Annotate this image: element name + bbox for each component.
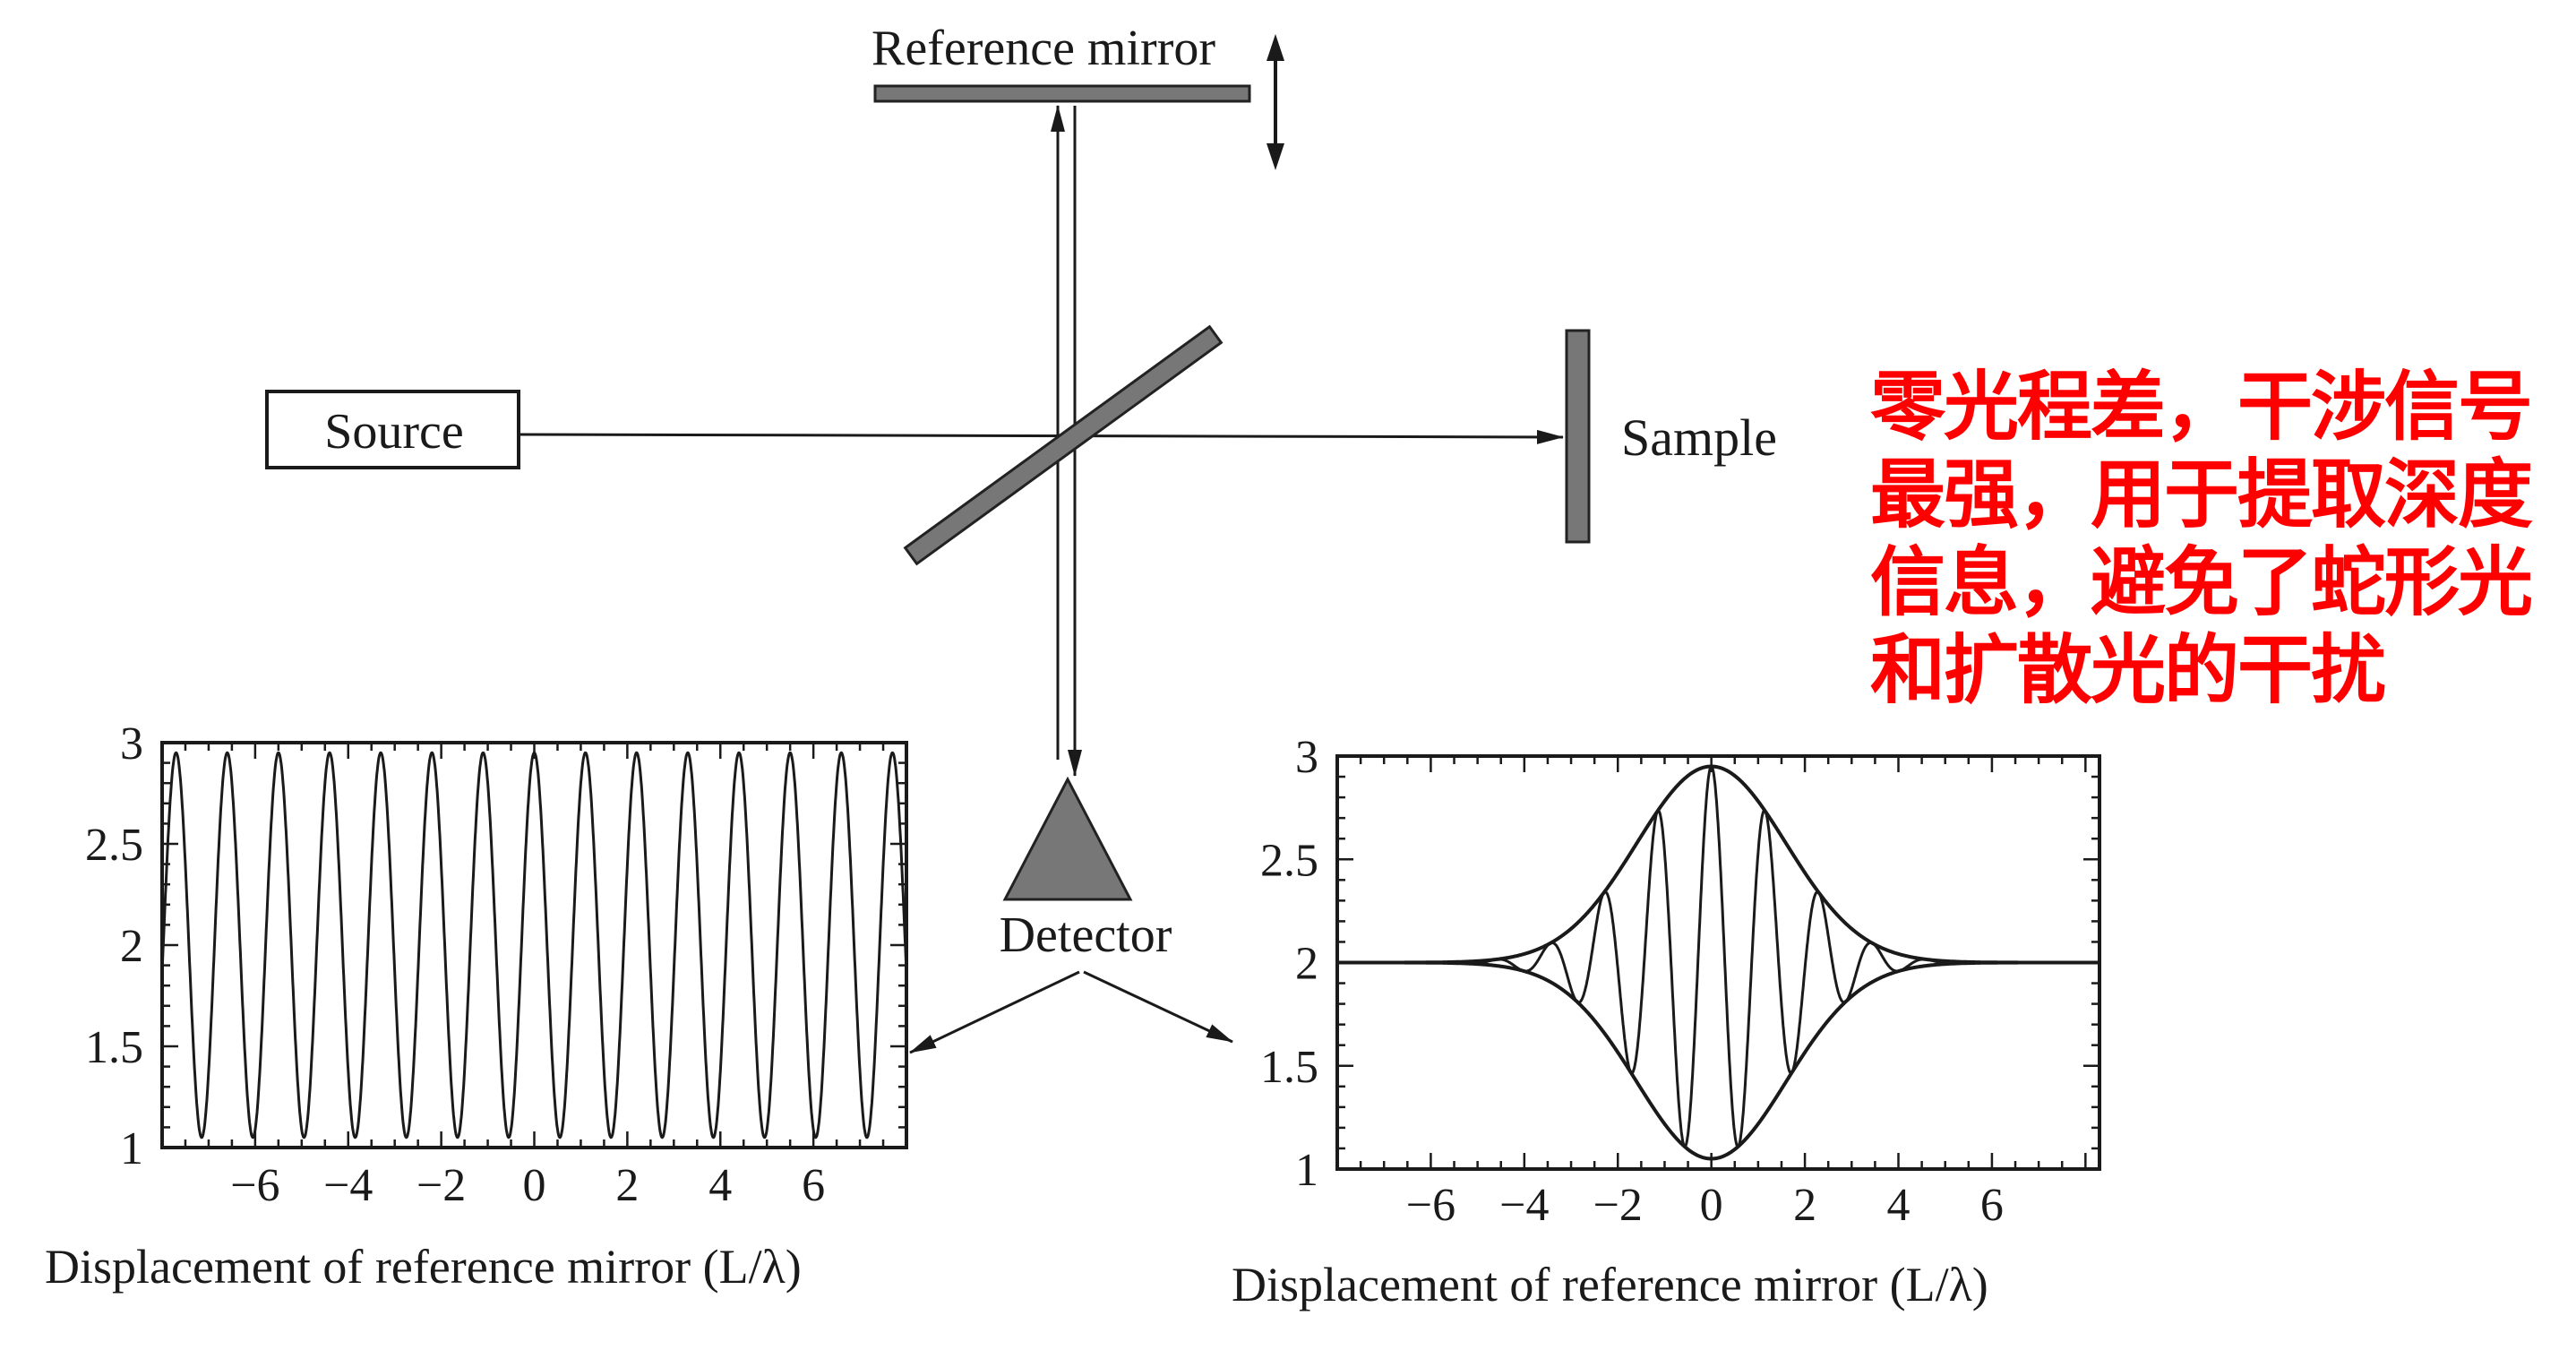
- sample: [1565, 329, 1591, 544]
- y-tick-label: 3: [1295, 732, 1318, 783]
- x-tick-label: −4: [1499, 1180, 1549, 1231]
- x-tick-label: 6: [1980, 1180, 2004, 1231]
- x-tick-label: −2: [1593, 1180, 1643, 1231]
- beam-splitter: [903, 324, 1224, 566]
- x-tick-label: 2: [1793, 1180, 1816, 1231]
- mirror-movement-double-arrow-icon: [1267, 34, 1284, 170]
- y-tick-label: 1: [1295, 1145, 1318, 1196]
- x-tick-label: 6: [802, 1160, 825, 1211]
- source-label: Source: [324, 404, 464, 460]
- reference-mirror-label: Reference mirror: [872, 21, 1215, 76]
- sample-label: Sample: [1621, 408, 1777, 467]
- x-tick-label: −2: [416, 1160, 466, 1211]
- x-tick-label: 4: [708, 1160, 732, 1211]
- annotation-note: 零光程差，干涉信号 最强，用于提取深度 信息，避免了蛇形光 和扩散光的干扰: [1870, 363, 2569, 714]
- x-tick-label: −6: [1406, 1180, 1455, 1231]
- tick-marks: [160, 741, 908, 1149]
- detector-label: Detector: [1000, 907, 1172, 963]
- arrow-to-right-plot: [1083, 970, 1233, 1044]
- y-tick-label: 2.5: [1260, 835, 1318, 886]
- y-tick-label: 2.5: [85, 820, 143, 871]
- annotation-line: 信息，避免了蛇形光: [1870, 538, 2533, 626]
- x-tick-label: 4: [1887, 1180, 1911, 1231]
- x-axis-label: Displacement of reference mirror (L/λ): [1232, 1258, 1988, 1311]
- source-box: Source: [265, 390, 520, 469]
- x-tick-label: 2: [615, 1160, 639, 1211]
- plot-frame: [160, 741, 908, 1149]
- beam-to-sample: [518, 429, 1564, 444]
- x-axis-label: Displacement of reference mirror (L/λ): [45, 1240, 802, 1294]
- y-tick-label: 2: [120, 921, 143, 972]
- x-tick-label: 0: [523, 1160, 546, 1211]
- series-line: [1337, 960, 2099, 1161]
- annotation-line: 和扩散光的干扰: [1870, 626, 2386, 714]
- arrow-to-left-plot: [909, 970, 1080, 1054]
- annotation-line: 最强，用于提取深度: [1870, 451, 2533, 538]
- x-tick-label: −6: [230, 1160, 279, 1211]
- series-line: [160, 751, 908, 1139]
- y-tick-label: 1.5: [85, 1022, 143, 1073]
- y-tick-label: 1: [120, 1123, 143, 1174]
- reference-mirror: [873, 84, 1251, 103]
- y-tick-label: 2: [1295, 939, 1318, 990]
- annotation-line: 零光程差，干涉信号: [1870, 363, 2533, 451]
- y-tick-label: 3: [120, 718, 143, 770]
- y-tick-label: 1.5: [1260, 1042, 1318, 1093]
- x-tick-label: 0: [1700, 1180, 1723, 1231]
- detector-triangle-icon: [1002, 776, 1133, 901]
- x-tick-label: −4: [323, 1160, 373, 1211]
